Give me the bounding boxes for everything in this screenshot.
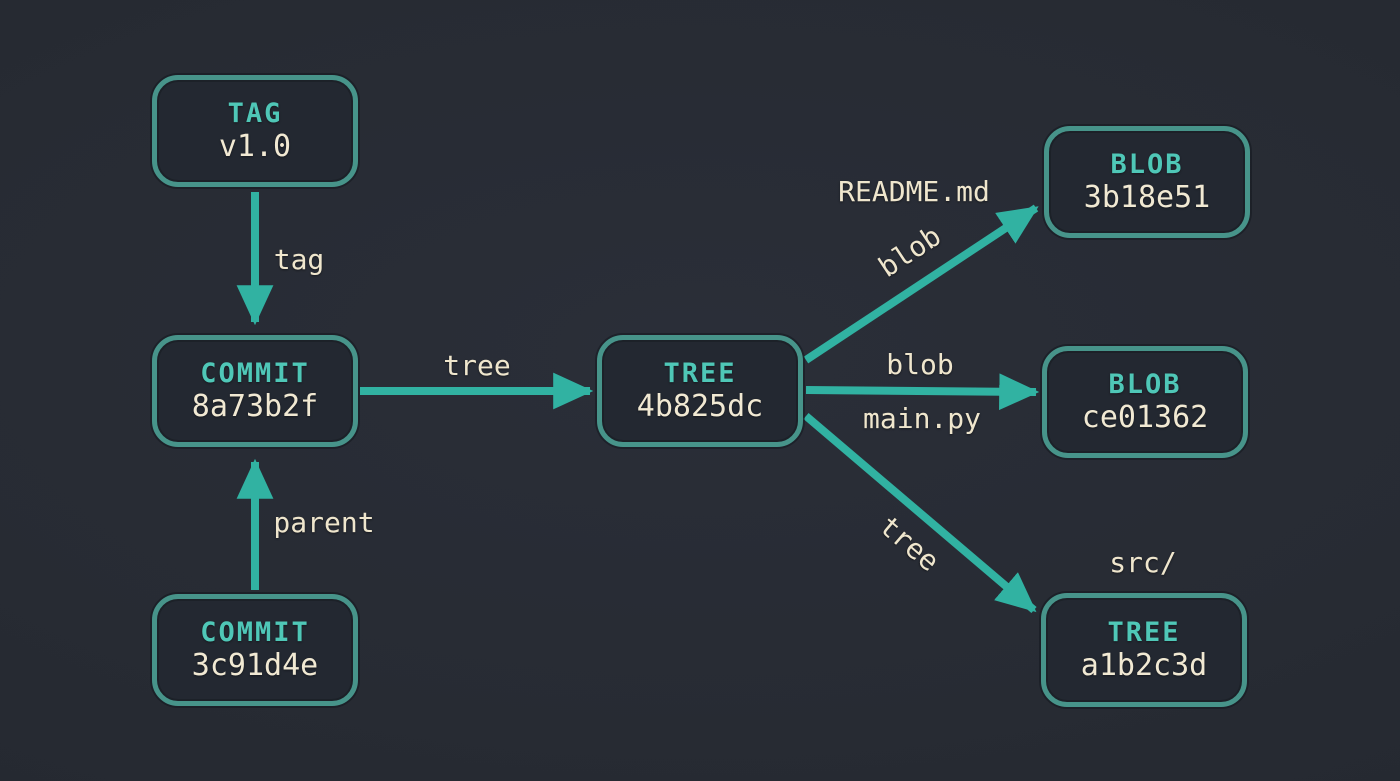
- node-tree-root-type: TREE: [663, 358, 737, 389]
- arrow-blob-main: [805, 373, 1040, 411]
- node-blob-readme-type: BLOB: [1110, 149, 1184, 180]
- node-tree-src-type: TREE: [1107, 617, 1181, 648]
- node-commit-head-type: COMMIT: [200, 358, 310, 389]
- node-blob-readme-value: 3b18e51: [1083, 180, 1211, 215]
- node-blob-readme: BLOB 3b18e51: [1044, 126, 1250, 238]
- node-commit-parent: COMMIT 3c91d4e: [152, 594, 358, 706]
- edge-label-blob-main: blob: [886, 348, 954, 381]
- node-blob-main-value: ce01362: [1081, 400, 1209, 435]
- edge-entry-readme: README.md: [838, 175, 990, 208]
- node-tree-root: TREE 4b825dc: [597, 335, 803, 447]
- node-commit-head: COMMIT 8a73b2f: [152, 335, 358, 447]
- node-tag-type: TAG: [227, 98, 283, 129]
- edge-label-parent: parent: [273, 506, 375, 539]
- node-tree-src: TREE a1b2c3d: [1041, 593, 1247, 707]
- arrow-blob-readme: [803, 204, 1039, 364]
- node-blob-main-type: BLOB: [1108, 369, 1182, 400]
- node-commit-parent-value: 3c91d4e: [191, 648, 319, 683]
- node-tree-src-value: a1b2c3d: [1080, 648, 1208, 683]
- edge-entry-main: main.py: [862, 402, 982, 435]
- edge-label-tree: tree: [443, 349, 511, 382]
- node-commit-parent-type: COMMIT: [200, 617, 310, 648]
- node-tag: TAG v1.0: [152, 75, 358, 187]
- node-commit-head-value: 8a73b2f: [191, 389, 319, 424]
- node-tree-root-value: 4b825dc: [636, 389, 764, 424]
- node-blob-main: BLOB ce01362: [1042, 346, 1248, 458]
- arrow-tree-src: [803, 412, 1037, 614]
- edge-entry-src: src/: [1109, 546, 1177, 579]
- edge-label-tag: tag: [273, 243, 325, 276]
- node-tag-value: v1.0: [218, 129, 292, 164]
